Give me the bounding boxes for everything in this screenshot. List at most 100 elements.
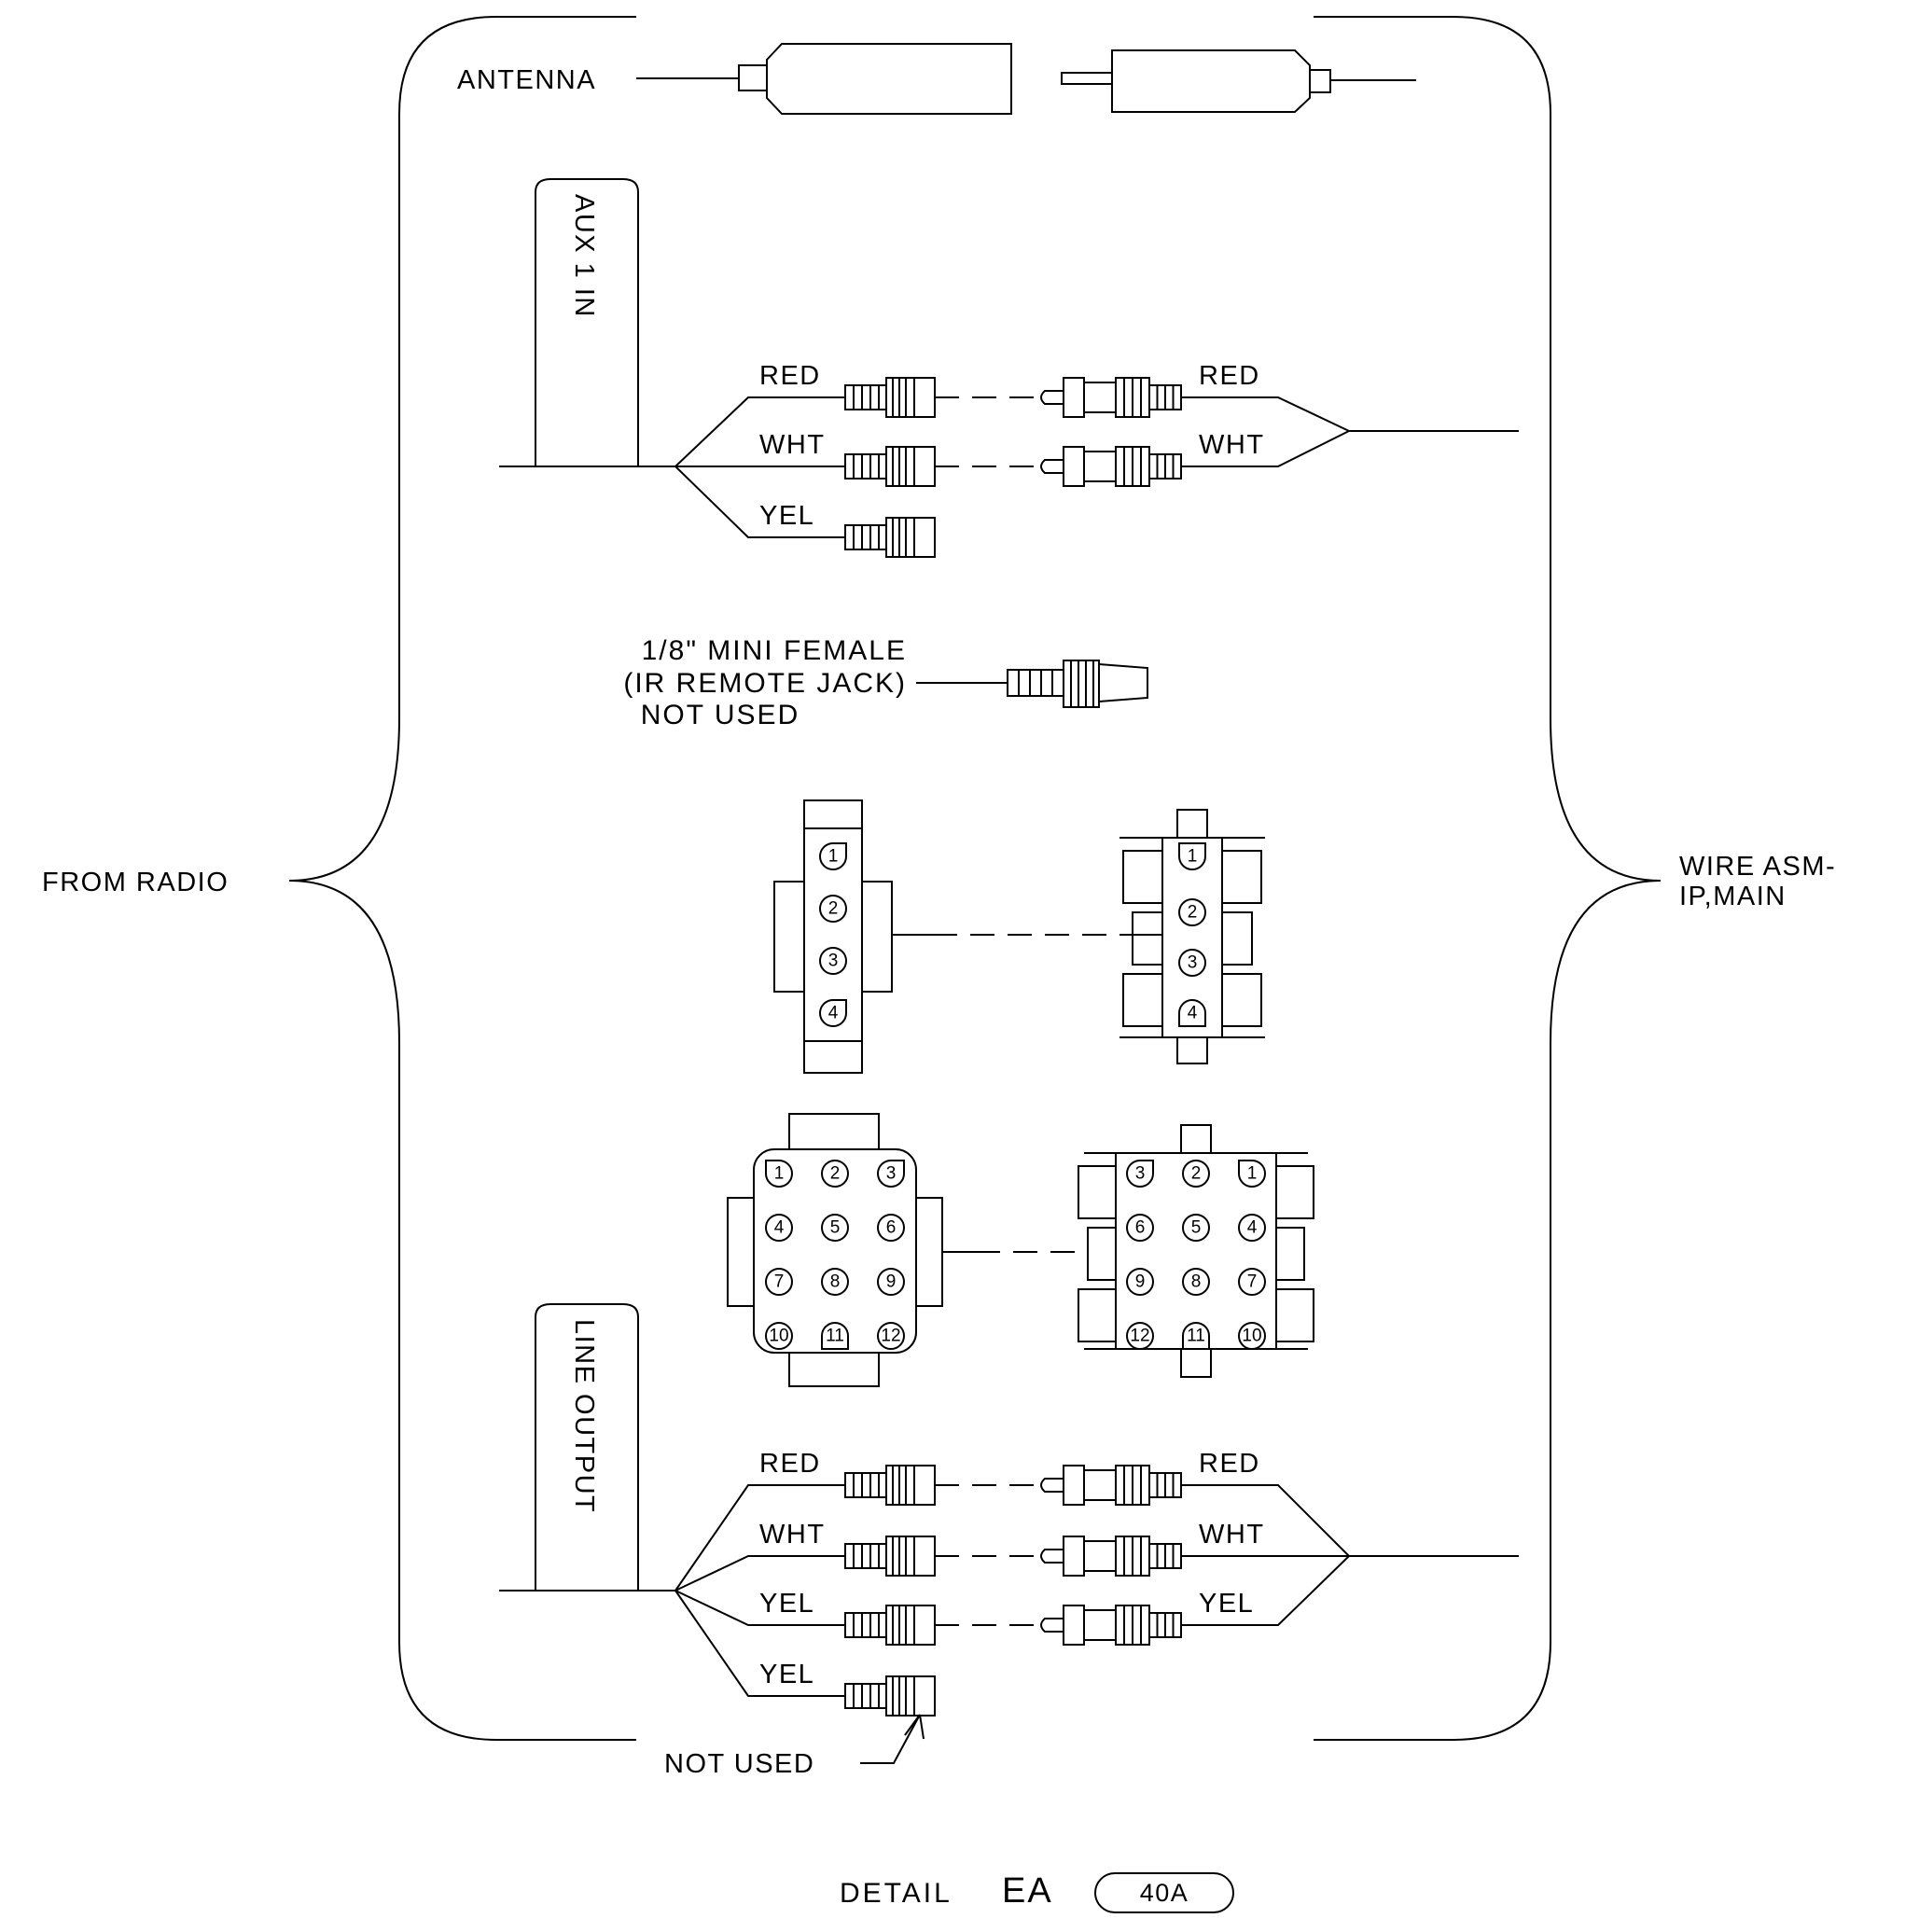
pin-number: 6 [886, 1218, 897, 1238]
conn12-left-pin: 9 [877, 1268, 905, 1296]
mini-female-label-2: (IR REMOTE JACK) [623, 668, 907, 699]
conn12-left-pin: 2 [821, 1160, 849, 1188]
pin-number: 11 [826, 1327, 844, 1346]
aux-female-plug [832, 446, 936, 487]
pin-number: 4 [828, 1004, 839, 1023]
conn12-right-pin: 11 [1182, 1322, 1210, 1350]
line-right-wire-label: WHT [1199, 1520, 1265, 1550]
pin-number: 3 [1188, 953, 1198, 973]
pin-number: 4 [1247, 1218, 1258, 1238]
conn12-left-pin: 1 [765, 1160, 794, 1188]
detail-ref: 40A [1140, 1879, 1189, 1907]
conn4-left-pin: 4 [818, 999, 847, 1028]
conn4-right-pin: 2 [1178, 898, 1206, 926]
pin-number: 2 [830, 1164, 841, 1184]
from-radio-label: FROM RADIO [42, 868, 229, 897]
aux-right-wire-label: WHT [1199, 430, 1265, 460]
conn12-right-pin: 7 [1238, 1268, 1266, 1296]
conn4-right-pin: 1 [1178, 842, 1206, 870]
conn12-left-pin: 6 [877, 1214, 905, 1242]
conn12-right-pin: 3 [1125, 1160, 1154, 1188]
conn4-right-pin: 3 [1178, 949, 1206, 977]
pin-number: 9 [886, 1272, 897, 1292]
aux-left-wire-label: RED [759, 361, 821, 391]
line-output-label: LINE OUTPUT [569, 1319, 599, 1513]
line-male-plug [1040, 1536, 1192, 1577]
connector-4pin-right: 1 2 3 4 [1119, 809, 1265, 1064]
aux-male-plug [1040, 377, 1192, 418]
pin-number: 4 [1188, 1004, 1198, 1023]
pin-number: 7 [774, 1272, 785, 1292]
conn12-left-pin: 5 [821, 1214, 849, 1242]
conn12-left-pin: 8 [821, 1268, 849, 1296]
conn4-left-pin: 1 [818, 842, 847, 871]
pin-number: 1 [828, 847, 839, 867]
aux-male-plug [1040, 446, 1192, 487]
aux-left-wire-label: YEL [759, 501, 814, 531]
pin-number: 1 [1188, 847, 1198, 867]
pin-number: 5 [1191, 1218, 1202, 1238]
pin-number: 1 [1247, 1164, 1258, 1184]
aux-female-plug [832, 377, 936, 418]
pin-number: 12 [1130, 1327, 1149, 1346]
pin-number: 7 [1247, 1272, 1258, 1292]
conn12-right-pin: 6 [1126, 1214, 1154, 1242]
line-left-wire-label: YEL [759, 1589, 814, 1619]
pin-number: 9 [1135, 1272, 1146, 1292]
mini-female-jack: 1/8" MINI FEMALE (IR REMOTE JACK) NOT US… [623, 635, 1148, 730]
conn12-right-pin: 9 [1126, 1268, 1154, 1296]
not-used-label: NOT USED [664, 1749, 814, 1779]
conn12-right-pin: 4 [1238, 1214, 1266, 1242]
detail-code: EA [1002, 1871, 1053, 1911]
not-used-callout: NOT USED [664, 1714, 925, 1779]
pin-number: 6 [1135, 1218, 1146, 1238]
conn12-left-pin: 12 [877, 1322, 905, 1350]
aux-left-wire-label: WHT [759, 430, 826, 460]
conn12-right-pin: 5 [1182, 1214, 1210, 1242]
pin-number: 5 [830, 1218, 841, 1238]
conn12-right-pin: 12 [1126, 1322, 1154, 1350]
pin-number: 4 [774, 1218, 785, 1238]
mini-female-label-3: NOT USED [641, 700, 800, 730]
aux-in-group: AUX 1 IN [499, 178, 1519, 538]
detail-word: DETAIL [840, 1878, 953, 1909]
pin-number: 8 [830, 1272, 841, 1292]
antenna-label: ANTENNA [457, 65, 596, 95]
conn4-right-pin: 4 [1178, 999, 1206, 1027]
conn4-left-pin: 2 [819, 895, 847, 923]
pin-number: 8 [1191, 1272, 1202, 1292]
line-output-group: LINE OUTPUT [499, 1303, 1519, 1697]
pin-number: 3 [886, 1164, 897, 1184]
antenna-connection: ANTENNA [457, 43, 1416, 115]
mini-female-label-1: 1/8" MINI FEMALE [642, 635, 907, 666]
conn12-left-pin: 10 [765, 1322, 793, 1350]
conn12-left-pin: 4 [765, 1214, 793, 1242]
pin-number: 10 [769, 1327, 788, 1346]
line-female-plug [832, 1465, 936, 1506]
detail-title: DETAIL EA 40A [840, 1871, 1234, 1913]
conn12-left-pin: 7 [765, 1268, 793, 1296]
conn12-right-pin: 1 [1238, 1160, 1267, 1188]
line-female-plug [832, 1536, 936, 1577]
pin-number: 1 [774, 1164, 785, 1184]
line-female-plug [832, 1605, 936, 1646]
aux-female-plug [832, 517, 936, 558]
conn12-left-pin: 3 [876, 1160, 905, 1188]
line-right-wire-label: YEL [1199, 1589, 1254, 1619]
rca-plugs [832, 377, 1192, 1717]
conn12-left-pin: 11 [821, 1322, 849, 1350]
aux-right-wire-label: RED [1199, 361, 1260, 391]
pin-number: 12 [881, 1327, 900, 1346]
conn4-left-pin: 3 [819, 947, 847, 975]
line-left-wire-label: WHT [759, 1520, 826, 1550]
conn12-right-pin: 2 [1182, 1160, 1210, 1188]
pin-number: 3 [1135, 1164, 1146, 1184]
line-male-plug [1040, 1605, 1192, 1646]
left-brace [288, 16, 636, 1741]
line-left-wire-label: YEL [759, 1660, 814, 1689]
line-left-wire-label: RED [759, 1449, 821, 1479]
connector-4pin-left: 1 2 3 4 [773, 799, 1136, 1074]
